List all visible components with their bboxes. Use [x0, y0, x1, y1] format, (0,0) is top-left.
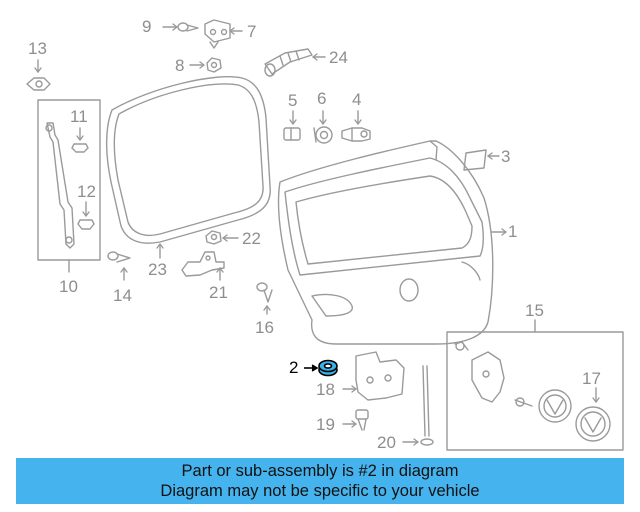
part-12-clip [77, 201, 95, 230]
part-8-nut [189, 57, 222, 73]
callout-12: 12 [77, 182, 96, 201]
part-5-pin [283, 110, 301, 141]
part-4-stud [341, 110, 371, 142]
part-16-bolt [256, 282, 273, 315]
callout-8: 8 [175, 56, 185, 75]
callout-6: 6 [317, 89, 327, 108]
callout-20: 20 [377, 433, 396, 452]
part-10-strut [45, 122, 75, 249]
callout-2: 2 [289, 358, 299, 377]
part-9-screw [162, 22, 199, 32]
callout-21: 21 [209, 283, 228, 302]
callout-11: 11 [70, 107, 88, 126]
part-7-bracket [204, 19, 243, 49]
callout-3: 3 [501, 147, 511, 166]
callout-22: 22 [242, 229, 261, 248]
callout-9: 9 [142, 17, 152, 36]
part-11-clip [71, 127, 89, 153]
callout-18: 18 [316, 380, 335, 399]
callout-24: 24 [329, 48, 348, 67]
part-15-handle [454, 341, 533, 407]
callout-10: 10 [59, 277, 78, 296]
callout-13: 13 [28, 39, 47, 58]
part-14-bolt [107, 251, 131, 281]
callout-14: 14 [113, 286, 132, 305]
banner-line-1: Part or sub-assembly is #2 in diagram [181, 462, 459, 480]
part-20-rod [402, 365, 434, 446]
callout-15: 15 [525, 301, 544, 320]
callout-4: 4 [352, 90, 362, 109]
part-1-liftgate [277, 140, 507, 345]
callout-1: 1 [508, 222, 518, 241]
callout-19: 19 [316, 415, 335, 434]
part-22-nut [205, 230, 239, 245]
part-6-bushing [313, 110, 333, 144]
part-24-fitting [264, 48, 326, 77]
part-13-ballstud [26, 59, 51, 91]
callout-16: 16 [255, 318, 274, 337]
part-23-weatherstrip [105, 76, 271, 259]
part-17-emblem [575, 387, 611, 442]
part-21-bracket [181, 251, 225, 281]
callout-17: 17 [582, 369, 601, 388]
part-19-bolt [342, 409, 369, 431]
part-2-highlighted [304, 359, 338, 377]
info-banner: Part or sub-assembly is #2 in diagram Di… [16, 458, 624, 504]
callout-5: 5 [288, 91, 298, 110]
part-15-emblem [538, 389, 572, 423]
callout-7: 7 [247, 22, 257, 41]
callout-23: 23 [148, 260, 167, 279]
banner-line-2: Diagram may not be specific to your vehi… [160, 482, 480, 500]
part-3-plate [463, 149, 500, 171]
part-18-latch [342, 351, 405, 401]
